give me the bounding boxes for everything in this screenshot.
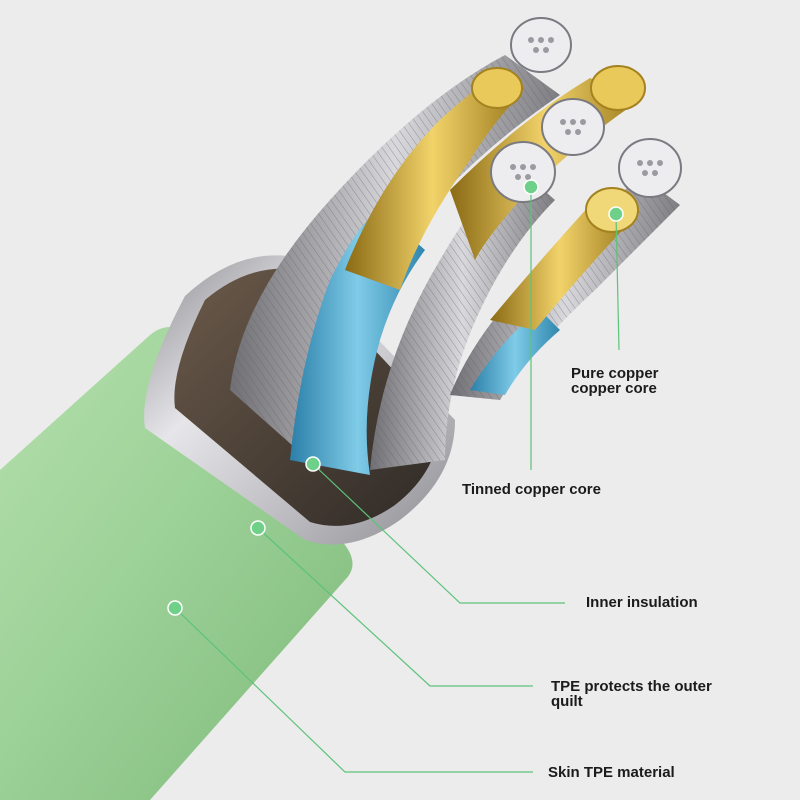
callout-dot-pure-copper: [609, 207, 623, 221]
label-pure-copper: Pure copper copper core: [571, 366, 659, 396]
callout-dot-tinned-copper: [524, 180, 538, 194]
callout-dot-inner-insulation: [306, 457, 320, 471]
label-skin-tpe-material: Skin TPE material: [548, 765, 675, 780]
callout-dot-tpe-protects: [251, 521, 265, 535]
label-inner-insulation: Inner insulation: [586, 595, 698, 610]
callout-dot-skin-tpe: [168, 601, 182, 615]
label-tpe-protects-outer-quilt: TPE protects the outer quilt: [551, 679, 712, 709]
label-tinned-copper-core: Tinned copper core: [462, 482, 601, 497]
